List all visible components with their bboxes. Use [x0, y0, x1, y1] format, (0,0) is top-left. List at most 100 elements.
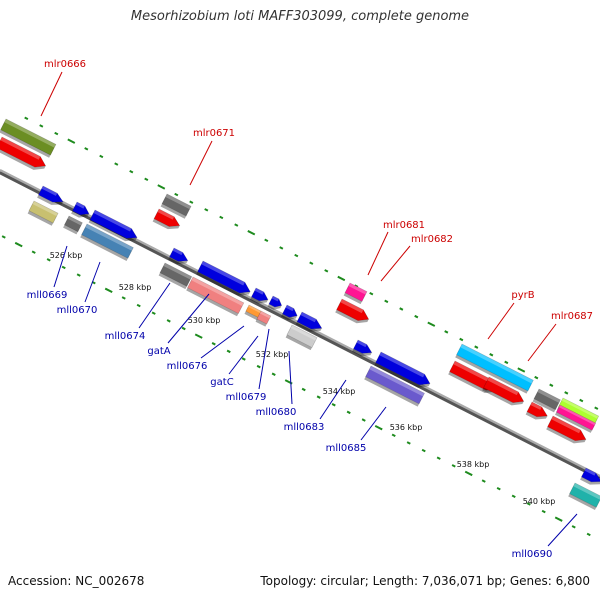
gene-arrow [251, 287, 269, 302]
gene-highlight [551, 416, 581, 434]
gene-arrow [161, 193, 192, 217]
gene-highlight [191, 277, 244, 307]
gene-feature [63, 215, 83, 235]
reverse-gene-label: gatC [210, 377, 233, 388]
minor-tick [496, 486, 501, 491]
gene-shadow [37, 194, 64, 205]
gene-shadow [482, 387, 524, 406]
gene-feature [455, 343, 534, 394]
label-leader-line [200, 325, 245, 359]
gene-highlight [259, 311, 271, 319]
major-tick [157, 184, 166, 190]
minor-tick [114, 162, 119, 166]
gene-shadow [0, 129, 54, 158]
forward-gene-label: mlr0682 [411, 234, 453, 245]
label-leader-line [527, 323, 557, 362]
minor-tick [31, 250, 36, 254]
minor-tick [324, 269, 329, 273]
label-leader-line [167, 293, 210, 344]
minor-tick [84, 147, 89, 151]
forward-gene-label: mlr0681 [383, 220, 425, 231]
gene-shadow [568, 493, 600, 510]
gene-shadow [63, 224, 81, 235]
gene-shadow [244, 311, 260, 321]
gene-shadow [455, 354, 531, 394]
minor-tick [76, 273, 81, 277]
minor-tick [399, 307, 404, 311]
minor-tick [391, 433, 396, 437]
gene-arrow [581, 467, 600, 483]
gene-feature [555, 404, 597, 433]
gene-arrow [72, 201, 90, 216]
gene-highlight [248, 305, 262, 314]
gene-shadow [80, 234, 131, 261]
gene-shadow [343, 292, 365, 305]
gene-feature [250, 287, 269, 304]
topology-summary: Topology: circular; Length: 7,036,071 bp… [260, 574, 590, 588]
reverse-gene-label: mll0685 [326, 443, 367, 454]
gene-highlight [487, 377, 519, 396]
gene-highlight [201, 261, 245, 286]
gene-feature [0, 118, 57, 158]
label-leader-line [138, 282, 171, 329]
minor-tick [564, 391, 569, 395]
minor-tick [46, 258, 51, 262]
major-tick [427, 321, 436, 327]
gene-shadow [71, 210, 89, 218]
minor-tick [594, 406, 599, 410]
gene-arrow [169, 247, 189, 262]
major-tick [247, 230, 256, 236]
major-tick [337, 275, 346, 282]
upper-scale-track [24, 116, 599, 410]
gene-feature [343, 282, 368, 305]
gene-feature [37, 185, 64, 205]
gene-feature [580, 467, 600, 485]
minor-tick [256, 364, 261, 369]
scale-tick-label: 532 kbp [256, 350, 289, 359]
gene-arrow [526, 401, 548, 418]
gene-arrow [28, 200, 59, 224]
label-leader-line [53, 245, 68, 288]
minor-tick [61, 265, 66, 270]
minor-tick [226, 349, 231, 354]
gene-highlight [453, 361, 492, 383]
label-leader-line [360, 406, 387, 441]
gene-shadow [546, 426, 586, 444]
major-tick [14, 241, 23, 248]
gene-feature [255, 310, 272, 327]
forward-gene-label: mlr0687 [551, 311, 593, 322]
gene-arrow [268, 295, 283, 308]
minor-tick [504, 360, 509, 365]
gene-shadow [255, 319, 269, 327]
gene-feature [335, 298, 370, 324]
minor-tick [309, 261, 314, 265]
scale-tick-label: 534 kbp [323, 387, 356, 396]
gene-highlight [369, 366, 425, 397]
minor-tick [579, 398, 584, 403]
gene-highlight [165, 194, 192, 210]
gene-arrow [375, 351, 431, 386]
genome-title: Mesorhizobium loti MAFF303099, complete … [130, 9, 470, 24]
gene-arrow [197, 260, 251, 294]
minor-tick [24, 116, 29, 121]
minor-tick [54, 131, 59, 136]
gene-arrow [547, 415, 587, 442]
gene-shadow [374, 362, 430, 388]
major-tick [517, 367, 526, 373]
minor-tick [316, 395, 321, 399]
forward-gene-label: pyrB [511, 290, 534, 301]
minor-tick [586, 532, 591, 537]
reverse-gene-label: mll0674 [105, 331, 146, 342]
minor-tick [166, 319, 171, 323]
gene-arrow [256, 310, 272, 325]
gene-arrow [569, 482, 600, 508]
gene-shadow [281, 313, 298, 321]
minor-tick [354, 284, 359, 288]
gene-shadow [285, 334, 315, 351]
minor-tick [181, 326, 186, 331]
minor-tick [204, 208, 209, 212]
gene-arrow [81, 223, 134, 259]
gene-feature [285, 324, 318, 351]
gene-shadow [152, 218, 180, 230]
